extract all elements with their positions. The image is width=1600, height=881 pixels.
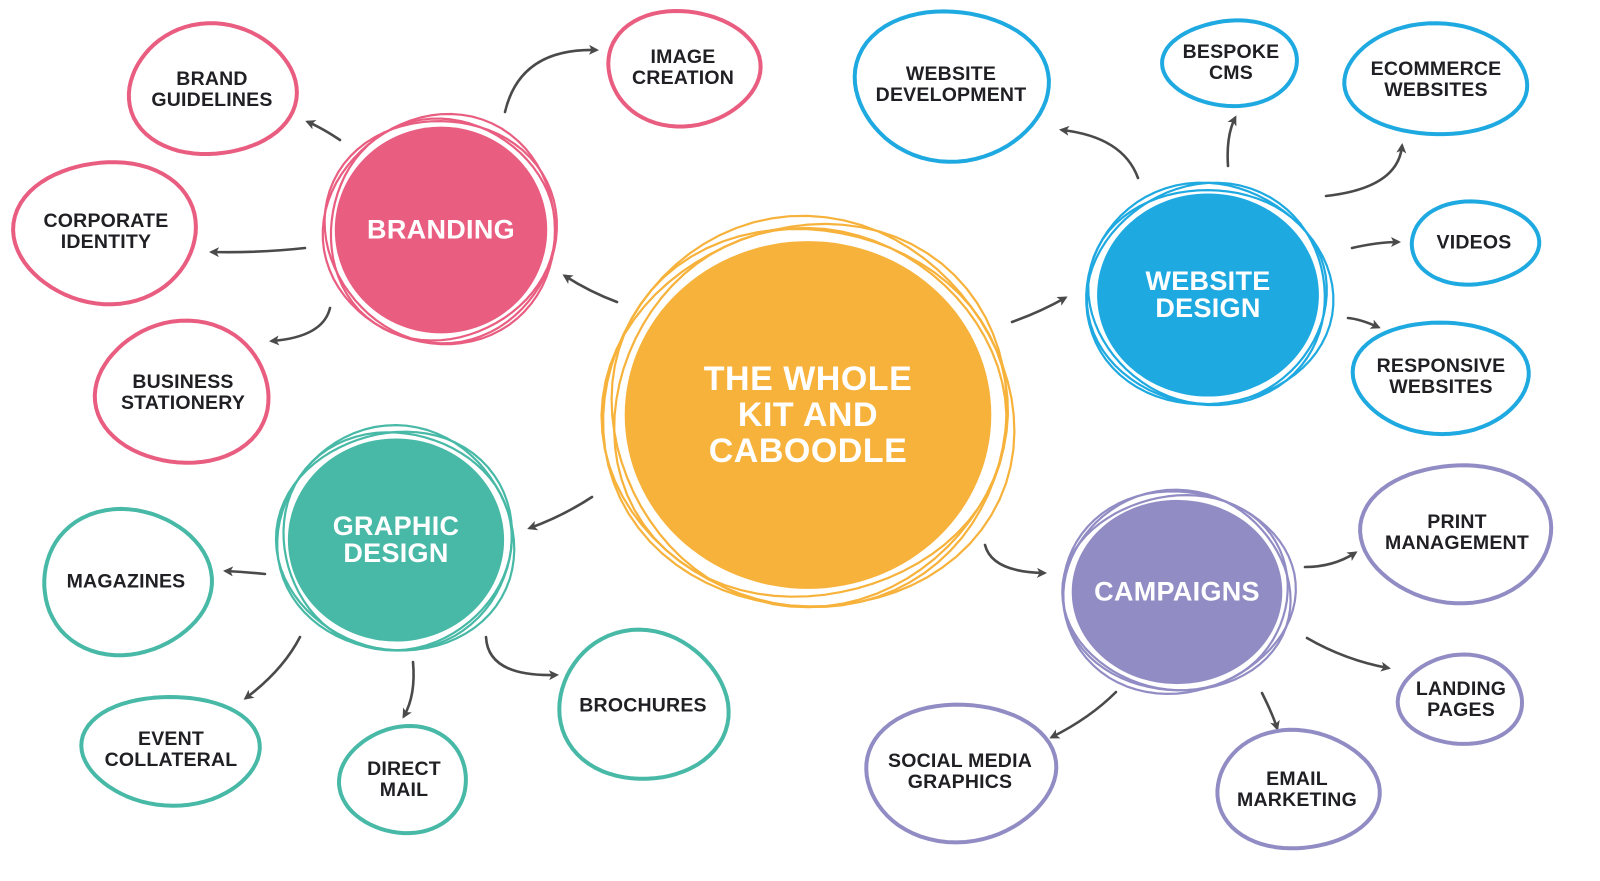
connector-arrow [223, 566, 267, 577]
print-management-circle [1358, 463, 1554, 606]
bespoke-cms-outline [1160, 18, 1299, 109]
image-creation-circle [606, 9, 763, 129]
root-sketch-ring [600, 222, 1008, 609]
bespoke-cms-circle [1160, 18, 1299, 109]
landing-pages-circle [1395, 652, 1524, 746]
connector-arrow [1059, 125, 1140, 180]
email-marketing-outline [1215, 727, 1382, 851]
root-fill [624, 241, 992, 589]
brochures-circle [557, 627, 731, 781]
website-design-sketch-ring [1087, 189, 1328, 406]
landing-pages-outline [1395, 652, 1524, 746]
root-sketch-ring [602, 214, 1016, 608]
email-marketing-circle [1215, 727, 1382, 851]
connector-arrow [305, 120, 342, 142]
corporate-identity-outline [11, 160, 198, 307]
branding-sketch-ring [329, 117, 557, 342]
brochures-outline [557, 627, 731, 781]
direct-mail-circle [337, 724, 468, 836]
social-media-graphics-outline [864, 702, 1059, 845]
root-sketch-ring [610, 227, 1009, 609]
branding-hub-circle [321, 112, 558, 346]
connector-arrows [209, 44, 1407, 739]
event-collateral-circle [79, 695, 262, 808]
event-collateral-outline [79, 695, 262, 808]
graphic-design-hub-circle [274, 424, 516, 652]
social-media-graphics-circle [864, 702, 1059, 845]
graphic-design-sketch-ring [282, 431, 513, 652]
brand-guidelines-circle [126, 21, 299, 156]
connector-arrow [1346, 316, 1381, 329]
website-design-fill [1097, 193, 1319, 397]
connector-arrow [983, 543, 1047, 578]
branding-sketch-ring [321, 112, 556, 346]
website-design-sketch-ring [1085, 181, 1335, 406]
connector-arrow [243, 635, 302, 700]
responsive-websites-circle [1350, 320, 1531, 437]
graphic-design-fill [287, 438, 505, 642]
videos-circle [1409, 199, 1542, 287]
campaigns-fill [1071, 499, 1283, 685]
direct-mail-outline [337, 724, 468, 836]
videos-outline [1409, 199, 1542, 287]
brand-guidelines-outline [126, 21, 299, 156]
business-stationery-circle [92, 318, 271, 465]
corporate-identity-circle [11, 160, 198, 307]
root-hub-circle [600, 214, 1016, 609]
website-development-outline [852, 9, 1051, 164]
connector-arrow [1305, 636, 1391, 672]
connector-arrow [484, 635, 559, 681]
image-creation-outline [606, 9, 763, 129]
nodes [11, 9, 1554, 851]
connector-arrow [269, 306, 332, 346]
ecommerce-websites-circle [1342, 21, 1530, 137]
connector-arrow [1049, 690, 1118, 739]
ecommerce-websites-outline [1342, 21, 1530, 137]
connector-arrow [1010, 296, 1068, 324]
campaigns-hub-circle [1061, 488, 1297, 695]
magazines-circle [42, 506, 214, 658]
branding-sketch-ring [323, 120, 558, 345]
connector-arrow [1303, 551, 1358, 569]
campaigns-sketch-ring [1061, 490, 1297, 695]
connector-arrow [562, 274, 619, 304]
connector-arrow [503, 44, 599, 114]
connector-arrow [1226, 115, 1237, 168]
connector-arrow [1260, 691, 1280, 731]
branding-fill [334, 126, 548, 334]
connector-arrow [209, 246, 307, 258]
connector-arrow [1350, 237, 1401, 250]
responsive-websites-outline [1350, 320, 1531, 437]
website-design-hub-circle [1085, 181, 1335, 407]
print-management-outline [1358, 463, 1554, 606]
magazines-outline [42, 506, 214, 658]
connector-arrow [1324, 143, 1407, 198]
website-development-circle [852, 9, 1051, 164]
graphic-design-sketch-ring [276, 424, 516, 652]
connector-arrow [527, 495, 594, 531]
connector-arrow [402, 660, 415, 719]
business-stationery-outline [92, 318, 271, 465]
